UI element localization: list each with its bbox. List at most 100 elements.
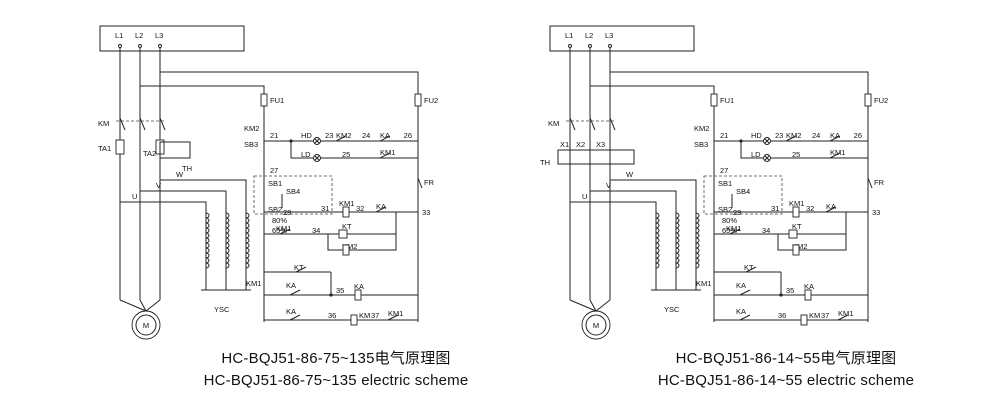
ka-coil-label: KA [354, 282, 364, 291]
ka-aux3-label: KA [736, 307, 746, 316]
ka-coil [804, 289, 812, 301]
terminal [568, 44, 572, 48]
autotransformer-v-winding [225, 262, 230, 269]
contact-blade [837, 314, 849, 321]
km-main-contact [569, 117, 576, 131]
sb1-label: SB1 [718, 179, 732, 188]
hd-label: HD [751, 131, 762, 140]
km-main-contact [139, 117, 146, 131]
terminal [608, 44, 612, 48]
sb3-label: SB3 [694, 140, 708, 149]
fr-contact [417, 177, 423, 189]
autotransformer-u-winding [655, 262, 660, 269]
lamp-cross [314, 138, 320, 144]
node-21: 21 [270, 131, 278, 140]
node-31: 31 [321, 204, 329, 213]
ka-aux3-label: KA [286, 307, 296, 316]
control-supply-r [160, 71, 419, 95]
v-bus [140, 190, 227, 210]
km1-aux2-label: KM1 [726, 224, 741, 233]
km2-branch [777, 212, 847, 251]
node-27: 27 [270, 166, 278, 175]
ysc-label: YSC [214, 305, 230, 314]
caption-en: HC-BQJ51-86-75~135 electric scheme [204, 372, 469, 389]
node-34: 34 [762, 226, 770, 235]
km-coil-label: KM [359, 311, 370, 320]
fr-contact [867, 177, 873, 189]
phase-label-l1: L1 [565, 31, 573, 40]
node-23: 23 [325, 131, 333, 140]
km1-coil [792, 206, 800, 218]
node-33: 33 [872, 208, 880, 217]
u-bus [120, 201, 207, 210]
km-coil [350, 314, 358, 326]
node-36: 36 [328, 311, 336, 320]
node-35: 35 [336, 286, 344, 295]
u-label: U [582, 192, 587, 201]
th-relay-box [159, 141, 191, 159]
lamp-cross [314, 155, 320, 161]
pushbutton-group [703, 175, 783, 215]
supply-box [99, 25, 245, 52]
km2-branch [327, 212, 397, 251]
terminal [118, 44, 122, 48]
v-label: V [156, 181, 161, 190]
node-37: 37 [371, 311, 379, 320]
motor-label: M [593, 321, 599, 330]
autotransformer-w-winding [245, 262, 250, 269]
fu1-fuse [260, 93, 268, 107]
lamp-cross [764, 155, 770, 161]
pushbutton-group [253, 175, 333, 215]
km-main-contact [589, 117, 596, 131]
fr-label: FR [424, 178, 435, 187]
motor-lead [589, 299, 597, 312]
junction-dot [739, 139, 743, 143]
contact-blade [829, 152, 841, 159]
row-ld [740, 141, 868, 159]
kt-relay [788, 229, 798, 239]
contact-blade [279, 228, 291, 235]
motor-lead [139, 299, 147, 312]
km-main-contact [159, 117, 166, 131]
node-32: 32 [356, 204, 364, 213]
contact-blade [379, 152, 391, 159]
ka-coil-label: KA [804, 282, 814, 291]
km2-coil-label: KM2 [342, 242, 357, 251]
control-supply-l [140, 85, 265, 95]
ld-label: LD [751, 150, 761, 159]
sb4-label: SB4 [286, 187, 300, 196]
contact-blade [335, 135, 347, 142]
kt-contact-label: KT [744, 263, 754, 272]
contact-blade [729, 228, 741, 235]
fu2-label: FU2 [874, 96, 888, 105]
node-35: 35 [786, 286, 794, 295]
km-main-contact [119, 117, 126, 131]
autotransformer-w-winding [695, 262, 700, 269]
node-25: 25 [342, 150, 350, 159]
junction-dot [779, 293, 783, 297]
contact-blade [739, 314, 751, 321]
km-coil-label: KM [809, 311, 820, 320]
contact-blade [295, 266, 307, 273]
contact-blade [289, 289, 301, 296]
ta1-transformer [115, 139, 125, 155]
th-label: TH [182, 164, 192, 173]
supply-box [549, 25, 695, 52]
km1-coil-label: KM1 [339, 199, 354, 208]
km-main-contact [609, 117, 616, 131]
motor-lead [569, 299, 597, 312]
ka-aux-label: KA [380, 131, 390, 140]
node-23: 23 [775, 131, 783, 140]
contact-blade [375, 206, 387, 213]
fu1-label: FU1 [720, 96, 734, 105]
node-24: 24 [812, 131, 820, 140]
control-supply-r [610, 71, 869, 95]
fu1-label: FU1 [270, 96, 284, 105]
phase-label-l3: L3 [605, 31, 613, 40]
x1-label: X1 [560, 140, 569, 149]
km-label: KM [98, 119, 109, 128]
node-33: 33 [422, 208, 430, 217]
motor-inner [135, 314, 157, 336]
